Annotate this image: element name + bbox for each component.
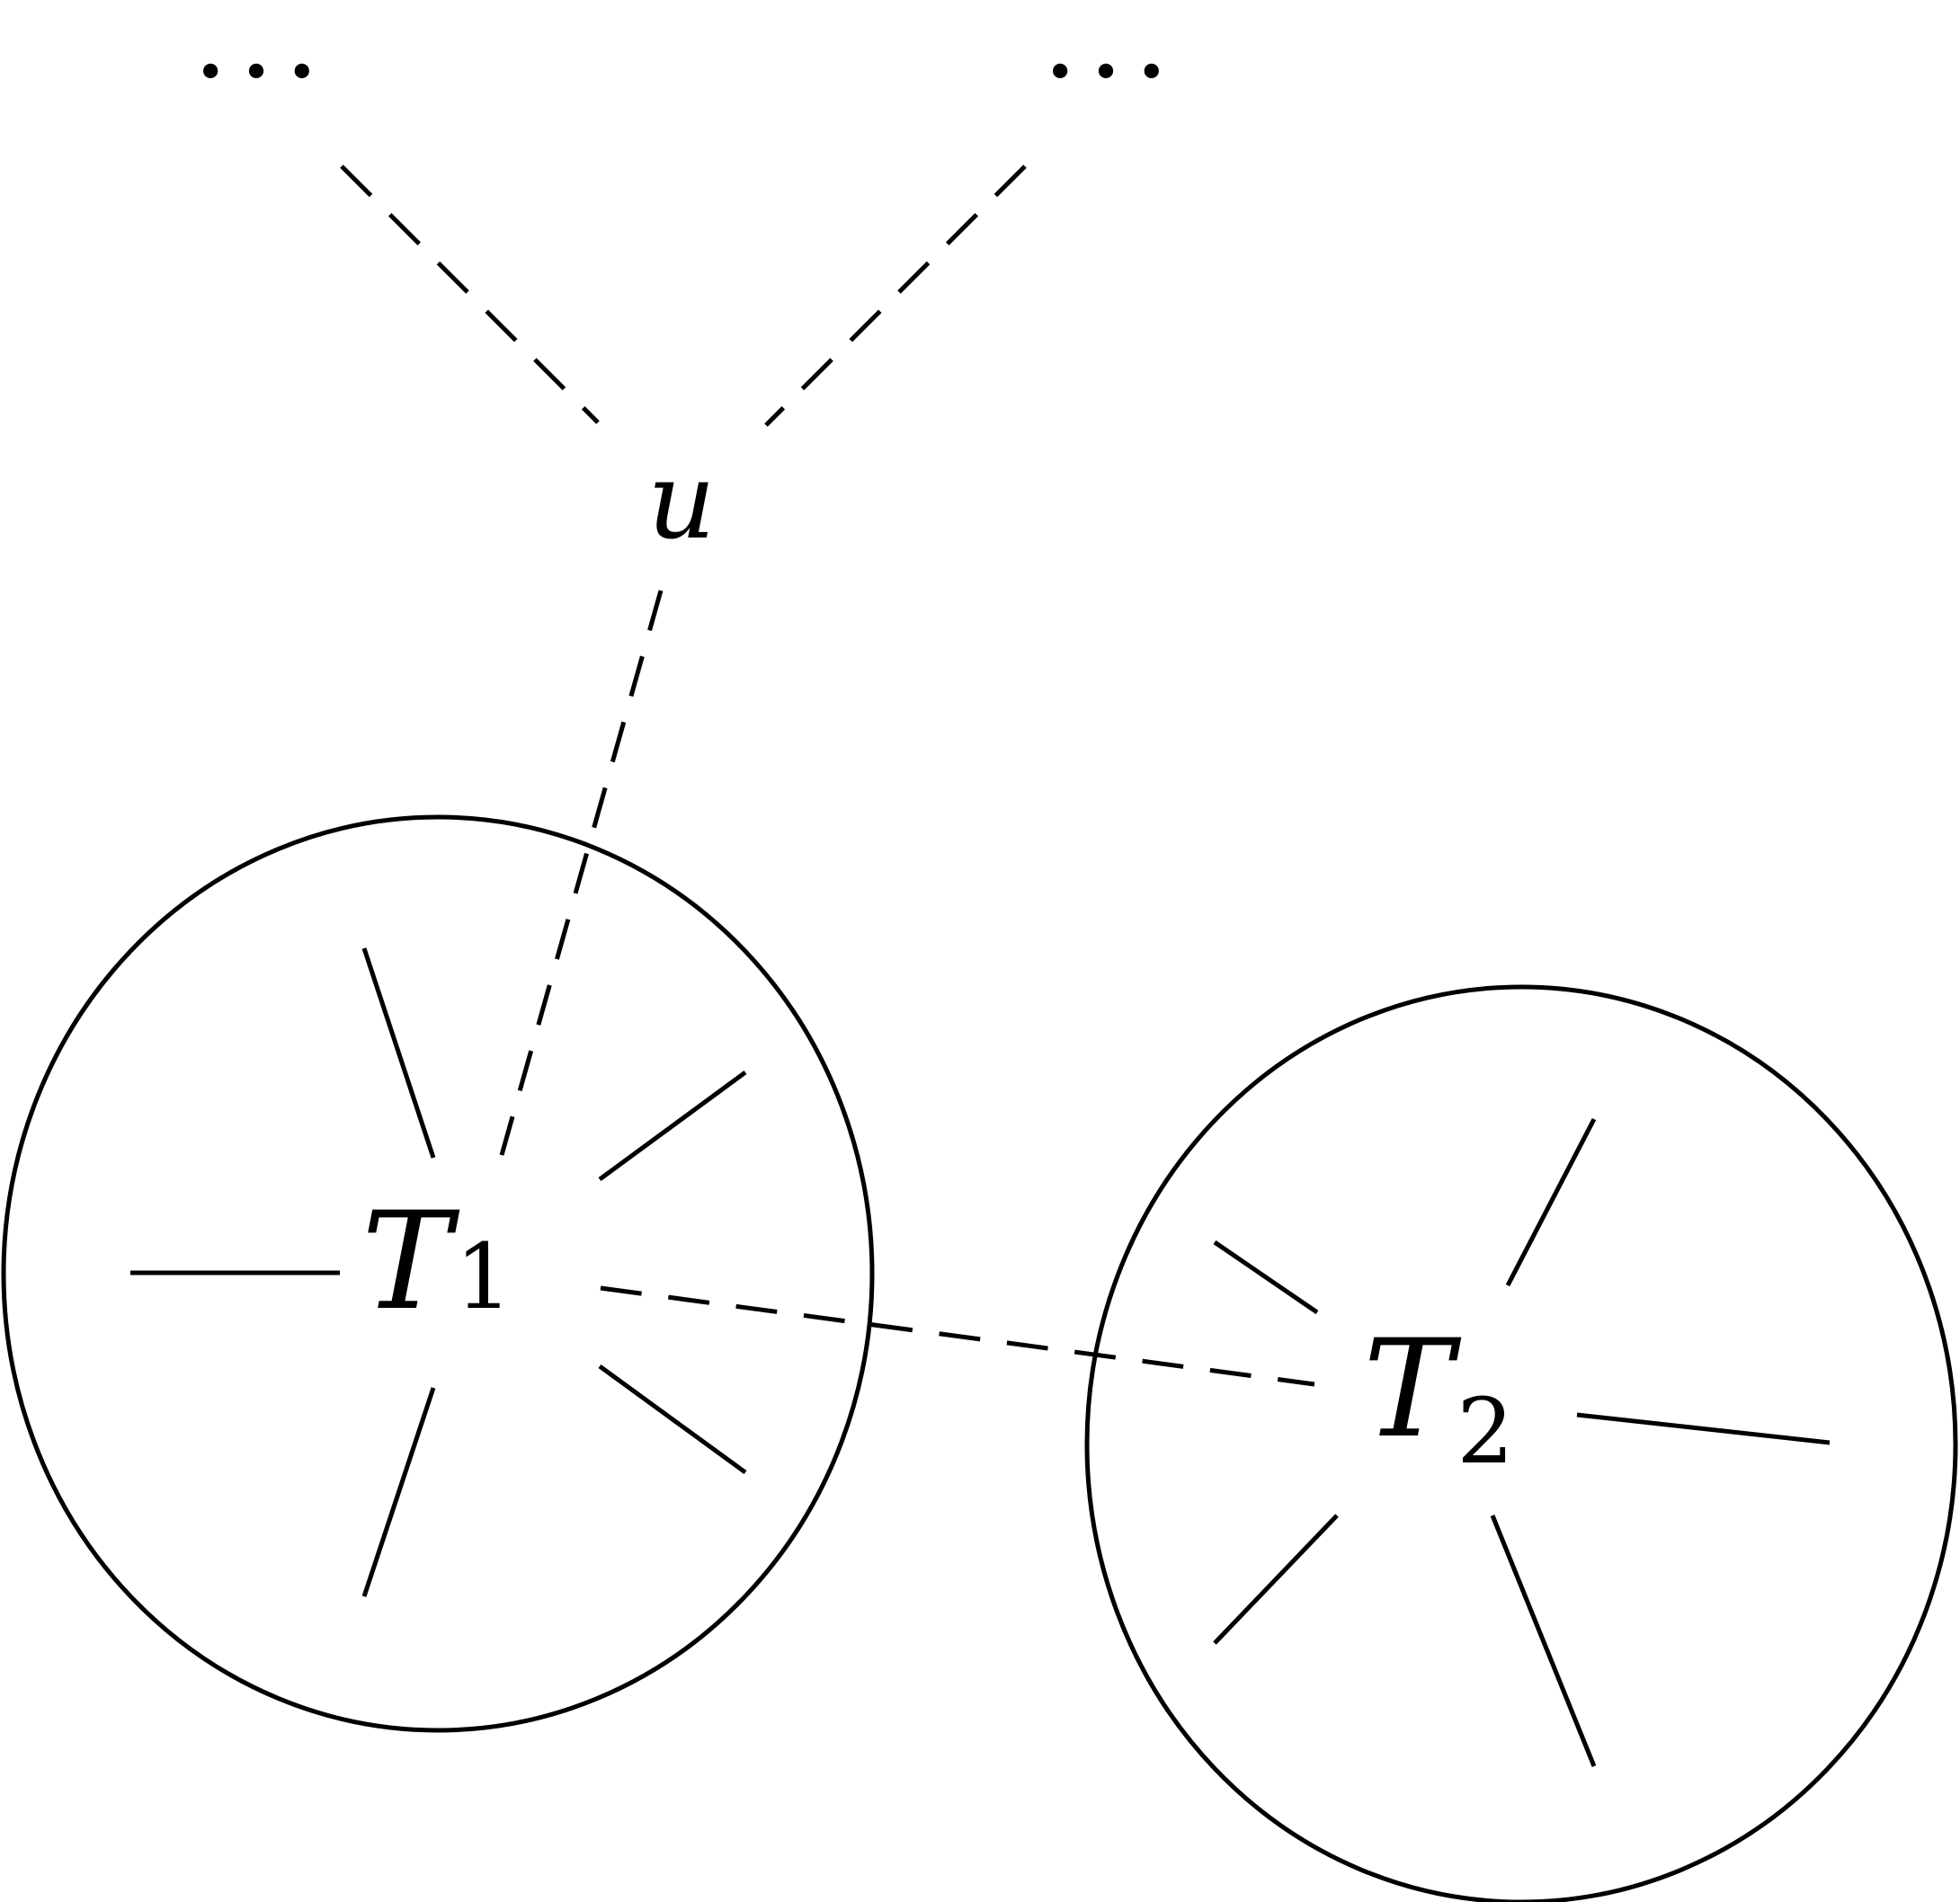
edge-u-to-left-ellipsis	[340, 164, 600, 424]
t2-branch-lower-left	[1213, 1514, 1339, 1645]
node-t2-label: T2	[1363, 1311, 1514, 1484]
t2-branch-down	[1490, 1515, 1597, 1767]
node-t1-label: T1	[361, 1184, 512, 1340]
t2-branch-up	[1505, 1117, 1597, 1287]
edge-u-to-right-ellipsis	[764, 164, 1027, 427]
t1-branch-up	[361, 947, 436, 1159]
edge-u-to-t1	[499, 590, 664, 1156]
t2-branch-right	[1576, 1412, 1831, 1445]
subtree-t2-circle	[1084, 984, 1958, 1902]
subtree-t1-circle	[1, 814, 875, 1733]
ellipsis-top-right: • • •	[1046, 44, 1167, 102]
t1-branch-upper-right	[598, 1070, 747, 1182]
t1-branch-lower-right	[598, 1364, 747, 1475]
edge-t1-to-t2	[600, 1285, 1315, 1387]
t1-branch-lower-left	[361, 1387, 436, 1597]
ellipsis-top-left: • • •	[196, 44, 317, 102]
t2-branch-upper-left	[1213, 1240, 1319, 1315]
node-u-label: u	[647, 439, 716, 563]
